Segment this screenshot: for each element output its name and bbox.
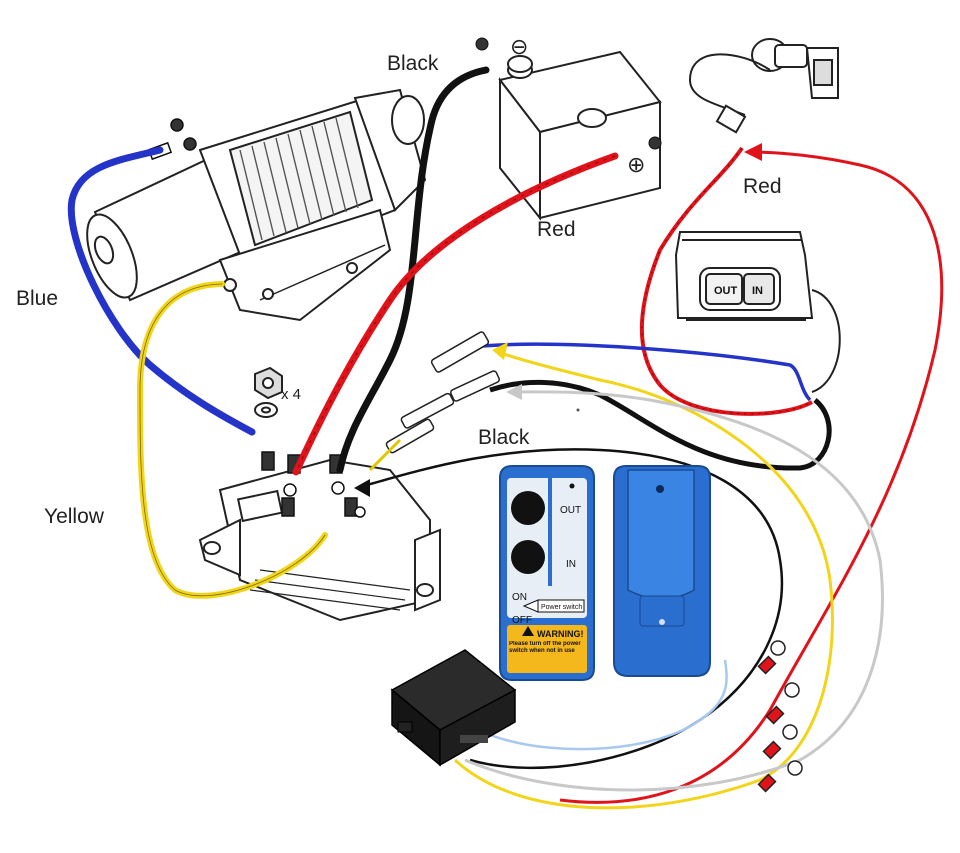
nut-washer-icon [254, 366, 283, 418]
remote-in-label: IN [566, 559, 576, 570]
battery-bolt-icons [475, 37, 662, 150]
battery-minus-symbol: ⊖ [510, 34, 528, 59]
label-yellow: Yellow [44, 505, 104, 528]
receiver-red-wire [559, 150, 944, 804]
label-red-switch: Red [743, 175, 782, 198]
yellow-arrow-icon [492, 342, 508, 360]
remote-warning-text-box: Please turn off the power switch when no… [509, 641, 581, 654]
yellow-cable-outline [139, 283, 326, 597]
label-nut-count: x 4 [281, 386, 302, 403]
label-red-battery: Red [537, 218, 576, 241]
label-black-mid: Black [478, 426, 530, 449]
receiver-box-icon [390, 649, 517, 767]
black-arrow-icon [354, 479, 370, 497]
switch-in-label: IN [752, 285, 763, 297]
rocker-switch-icon [674, 231, 841, 393]
label-black-top: Black [387, 52, 439, 75]
switch-red-wire-shade [641, 147, 813, 415]
remote-control-icon [499, 465, 595, 681]
receiver-lightblue-wire [489, 659, 728, 751]
switch-black-wire [489, 379, 832, 471]
red-cable-shade [295, 155, 616, 473]
switch-out-label: OUT [714, 285, 738, 297]
remote-off-label: OFF [512, 615, 532, 626]
ignition-key-icon [688, 38, 839, 134]
winch-icon [86, 88, 427, 322]
black-cable [336, 66, 490, 474]
plug-leads [368, 438, 402, 472]
battery-plus-symbol: ⊕ [627, 152, 645, 177]
label-blue: Blue [16, 287, 59, 310]
remote-power-switch-label: Power switch [541, 604, 582, 611]
remote-warning-text: Please turn off the power switch when no… [509, 641, 581, 654]
red-arrow-icon [744, 143, 762, 161]
remote-out-label: OUT [560, 505, 581, 516]
remote-warning-title: WARNING! [537, 629, 584, 639]
receiver-yellow-wire [453, 350, 834, 810]
marker-dot [576, 408, 580, 412]
blue-cable [67, 146, 256, 436]
remote-back-icon [613, 465, 711, 677]
grey-arrow-icon [506, 384, 522, 400]
remote-on-label: ON [512, 592, 527, 603]
receiver-black-wire [359, 448, 784, 770]
receiver-grey-wire [464, 390, 884, 792]
ring-terminals [757, 640, 803, 793]
plug-connectors [385, 331, 500, 454]
switch-blue-wire [481, 342, 812, 402]
